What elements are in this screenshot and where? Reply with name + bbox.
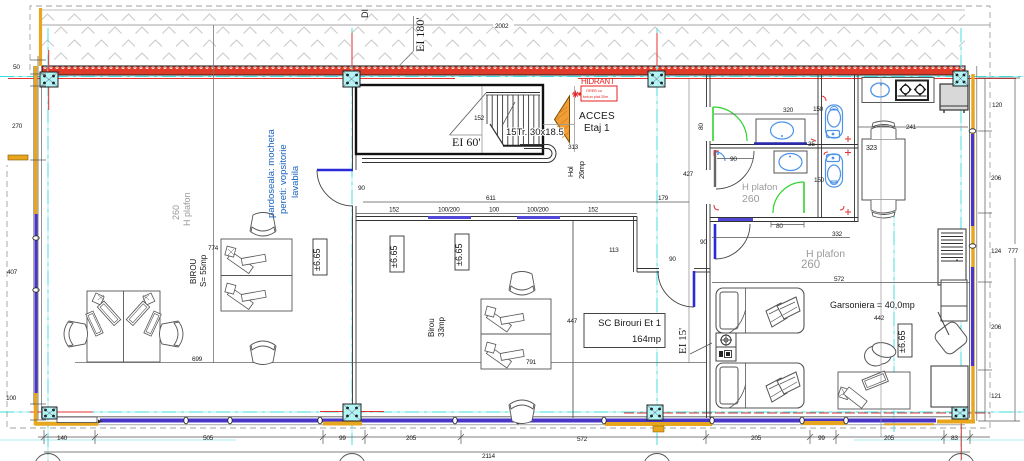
svg-text:15Tr. 30x18.5: 15Tr. 30x18.5 [506, 127, 564, 138]
svg-text:Birou: Birou [427, 318, 436, 337]
svg-text:260: 260 [171, 205, 181, 220]
svg-text:±6.65: ±6.65 [389, 246, 399, 268]
svg-text:320: 320 [783, 107, 794, 114]
svg-text:H plafon: H plafon [742, 182, 777, 193]
svg-text:Etaj 1: Etaj 1 [584, 123, 610, 134]
svg-text:179: 179 [658, 195, 669, 202]
svg-text:90: 90 [669, 256, 676, 263]
svg-text:Hol: Hol [566, 166, 575, 177]
svg-text:447: 447 [567, 318, 578, 325]
svg-text:pereti: vopsitorie: pereti: vopsitorie [278, 144, 289, 214]
svg-text:205: 205 [884, 435, 895, 442]
svg-text:241: 241 [906, 124, 917, 131]
svg-text:100: 100 [6, 395, 17, 402]
svg-text:35: 35 [808, 141, 815, 148]
svg-text:±6.65: ±6.65 [897, 331, 907, 353]
svg-text:407: 407 [7, 269, 18, 276]
svg-text:124: 124 [991, 248, 1002, 255]
svg-text:442: 442 [874, 315, 885, 322]
svg-text:100: 100 [489, 207, 500, 214]
svg-text:S= 55mp: S= 55mp [199, 254, 208, 287]
svg-text:791: 791 [526, 359, 537, 366]
svg-text:33mp: 33mp [437, 316, 446, 337]
svg-text:777: 777 [1008, 248, 1019, 255]
svg-text:99: 99 [339, 435, 346, 442]
svg-text:80: 80 [776, 223, 783, 230]
svg-text:150: 150 [813, 106, 824, 113]
svg-text:±6.65: ±6.65 [454, 244, 464, 266]
svg-text:90: 90 [730, 156, 737, 163]
svg-text:H plafon: H plafon [182, 192, 192, 226]
svg-text:pardoseala: mocheta: pardoseala: mocheta [266, 129, 277, 218]
svg-text:100/200: 100/200 [438, 207, 460, 214]
svg-text:323: 323 [866, 145, 877, 152]
svg-text:505: 505 [203, 435, 214, 442]
svg-text:2002: 2002 [495, 23, 509, 30]
svg-text:50: 50 [13, 64, 20, 71]
svg-text:SC Birouri Et 1: SC Birouri Et 1 [598, 318, 661, 329]
svg-text:EI 180': EI 180' [413, 18, 427, 53]
svg-text:±6.65: ±6.65 [312, 249, 322, 271]
svg-text:EI 60': EI 60' [452, 135, 481, 149]
svg-text:H plafon: H plafon [806, 248, 845, 260]
svg-text:99: 99 [818, 435, 825, 442]
svg-text:332: 332 [832, 231, 843, 238]
svg-text:90: 90 [358, 185, 365, 192]
svg-text:113: 113 [609, 247, 619, 254]
svg-text:26mp: 26mp [577, 161, 586, 179]
svg-text:furtun plat 20m: furtun plat 20m [583, 95, 608, 99]
svg-text:DI: DI [360, 9, 370, 18]
svg-text:205: 205 [751, 435, 762, 442]
svg-text:206: 206 [991, 324, 1002, 331]
svg-text:260: 260 [742, 193, 760, 205]
svg-text:80: 80 [698, 123, 705, 130]
svg-text:2114: 2114 [482, 453, 495, 460]
svg-text:572: 572 [577, 436, 588, 443]
svg-text:ACCES: ACCES [579, 111, 615, 122]
svg-text:205: 205 [406, 435, 417, 442]
svg-text:Garsoniera = 40,0mp: Garsoniera = 40,0mp [830, 300, 915, 310]
svg-text:774: 774 [208, 245, 219, 252]
svg-text:121: 121 [991, 393, 1002, 400]
svg-text:152: 152 [389, 207, 400, 214]
svg-text:313: 313 [568, 144, 579, 151]
svg-text:OREB cu: OREB cu [586, 89, 602, 93]
svg-text:427: 427 [683, 171, 694, 178]
svg-text:100/200: 100/200 [527, 207, 549, 214]
svg-text:90: 90 [700, 239, 707, 246]
svg-text:164mp: 164mp [632, 334, 661, 345]
svg-text:270: 270 [12, 123, 23, 130]
svg-text:260: 260 [801, 259, 820, 271]
svg-text:699: 699 [192, 356, 203, 363]
svg-text:152: 152 [588, 207, 599, 214]
svg-text:150: 150 [814, 177, 825, 184]
svg-text:206: 206 [991, 175, 1002, 182]
svg-text:140: 140 [57, 435, 68, 442]
svg-text:83: 83 [951, 435, 958, 442]
svg-text:572: 572 [834, 276, 845, 283]
svg-text:BIROU: BIROU [189, 258, 198, 284]
svg-text:120: 120 [992, 102, 1003, 109]
svg-text:611: 611 [486, 195, 496, 202]
svg-text:EI 15': EI 15' [677, 328, 689, 354]
svg-text:lavabila: lavabila [290, 165, 301, 198]
svg-text:HIDRANT: HIDRANT [581, 77, 615, 86]
svg-text:152: 152 [474, 115, 485, 122]
